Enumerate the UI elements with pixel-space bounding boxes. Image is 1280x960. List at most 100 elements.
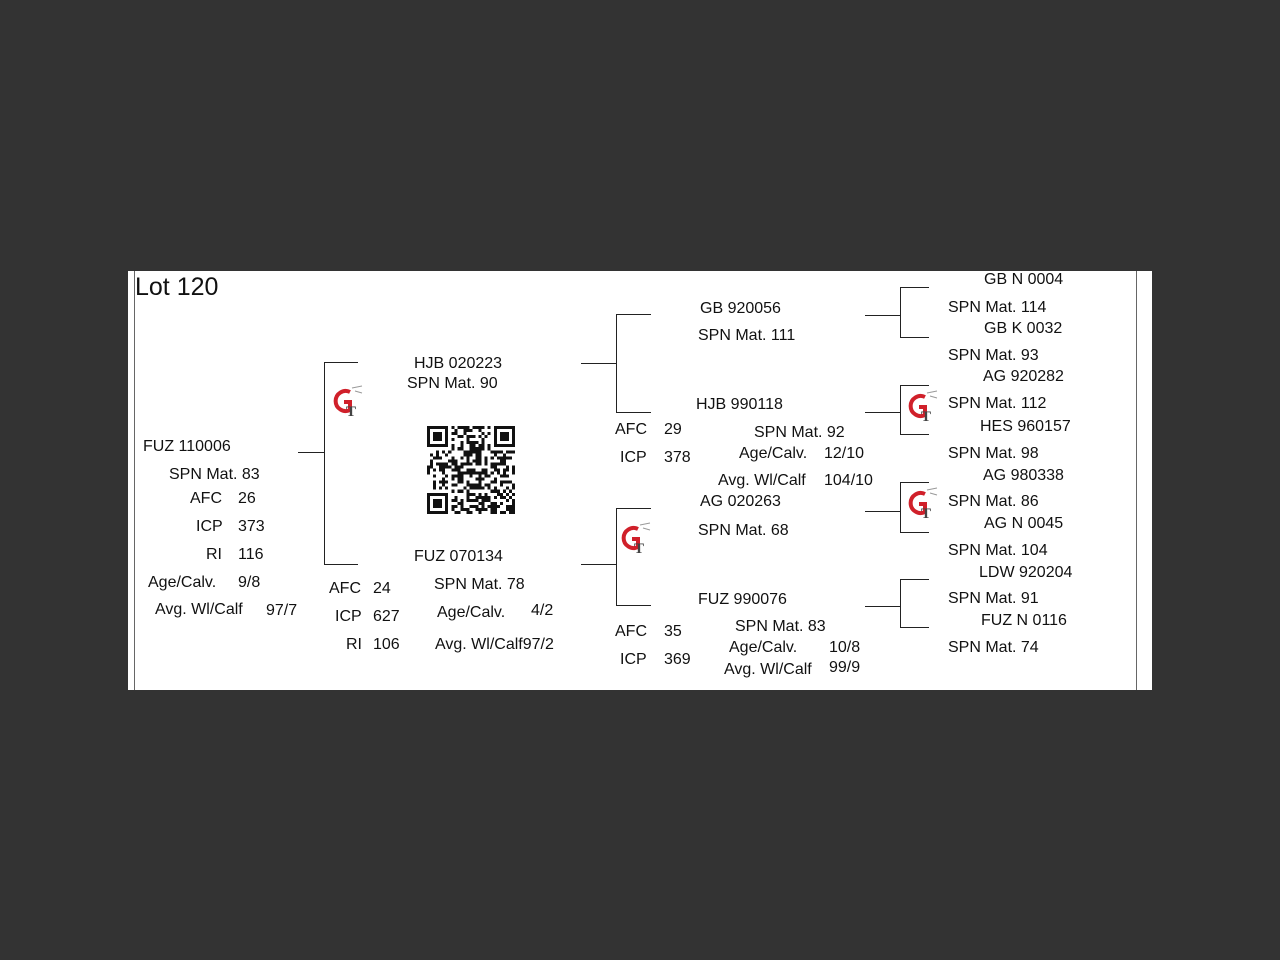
qr-module	[511, 438, 515, 442]
qr-module	[469, 447, 473, 451]
qr-module	[436, 444, 440, 448]
qr-module	[481, 471, 485, 475]
qr-module	[505, 474, 509, 478]
qr-module	[445, 492, 449, 496]
qr-module	[481, 501, 485, 505]
qr-module	[493, 507, 497, 511]
qr-module	[505, 444, 509, 448]
gen3-id: FUZ N 0116	[981, 612, 1067, 629]
qr-module	[475, 504, 479, 508]
qr-module	[430, 465, 434, 469]
left-border	[134, 271, 135, 690]
qr-module	[484, 474, 488, 478]
qr-module	[442, 510, 446, 514]
qr-module	[457, 510, 461, 514]
gen3-spn: SPN Mat. 104	[948, 542, 1048, 559]
qr-module	[487, 495, 491, 499]
qr-module	[505, 435, 509, 439]
dam-age-label: Age/Calv.	[437, 604, 506, 621]
qr-module	[493, 444, 497, 448]
qr-module	[493, 495, 497, 499]
qr-module	[451, 447, 455, 451]
qr-module	[508, 504, 512, 508]
qr-module	[427, 504, 431, 508]
qr-module	[451, 483, 455, 487]
qr-module	[499, 459, 503, 463]
qr-module	[481, 498, 485, 502]
qr-module	[445, 498, 449, 502]
qr-module	[445, 426, 449, 430]
gen3-spn: SPN Mat. 74	[948, 639, 1039, 656]
qr-module	[439, 435, 443, 439]
qr-module	[427, 465, 431, 469]
qr-module	[478, 450, 482, 454]
qr-module	[430, 459, 434, 463]
qr-module	[490, 504, 494, 508]
gen3-id: HES 960157	[980, 418, 1071, 435]
qr-module	[466, 507, 470, 511]
qr-module	[484, 459, 488, 463]
qr-module	[484, 495, 488, 499]
qr-module	[487, 474, 491, 478]
qr-module	[505, 465, 509, 469]
connector-line	[298, 452, 324, 453]
lot-title: Lot 120	[135, 273, 219, 301]
qr-module	[502, 474, 506, 478]
qr-module	[487, 444, 491, 448]
qr-module	[502, 426, 506, 430]
qr-module	[433, 468, 437, 472]
qr-module	[508, 495, 512, 499]
qr-module	[430, 444, 434, 448]
qr-module	[511, 504, 515, 508]
qr-module	[478, 477, 482, 481]
qr-module	[460, 447, 464, 451]
qr-module	[469, 441, 473, 445]
qr-module	[472, 459, 476, 463]
qr-module	[472, 504, 476, 508]
qr-module	[433, 486, 437, 490]
qr-module	[463, 432, 467, 436]
subject-icp-label: ICP	[196, 518, 223, 535]
qr-module	[508, 507, 512, 511]
qr-module	[436, 438, 440, 442]
qr-module	[469, 498, 473, 502]
qr-module	[442, 450, 446, 454]
qr-module	[439, 501, 443, 505]
dam-icp-value: 627	[373, 608, 400, 625]
gt-logo-icon: T	[621, 522, 651, 555]
qr-module	[478, 495, 482, 499]
qr-module	[496, 456, 500, 460]
qr-module	[490, 501, 494, 505]
qr-module	[460, 501, 464, 505]
gen3-spn: SPN Mat. 112	[948, 395, 1047, 412]
connector-line	[865, 511, 901, 512]
qr-module	[439, 498, 443, 502]
qr-module	[451, 507, 455, 511]
qr-module	[460, 489, 464, 493]
qr-module	[478, 462, 482, 466]
qr-module	[496, 489, 500, 493]
qr-module	[475, 426, 479, 430]
qr-module	[487, 498, 491, 502]
qr-module	[436, 432, 440, 436]
qr-module	[457, 426, 461, 430]
connector-line	[324, 362, 358, 363]
qr-module	[493, 468, 497, 472]
qr-module	[454, 474, 458, 478]
qr-module	[478, 501, 482, 505]
qr-module	[442, 426, 446, 430]
qr-module	[463, 486, 467, 490]
qr-module	[436, 435, 440, 439]
qr-module	[493, 429, 497, 433]
ss-id: GB 920056	[700, 300, 781, 317]
qr-module	[460, 477, 464, 481]
qr-module	[466, 426, 470, 430]
qr-module	[508, 444, 512, 448]
qr-module	[451, 432, 455, 436]
qr-module	[481, 486, 485, 490]
qr-module	[505, 507, 509, 511]
qr-module	[466, 471, 470, 475]
qr-module	[439, 486, 443, 490]
qr-module	[460, 441, 464, 445]
qr-module	[466, 510, 470, 514]
